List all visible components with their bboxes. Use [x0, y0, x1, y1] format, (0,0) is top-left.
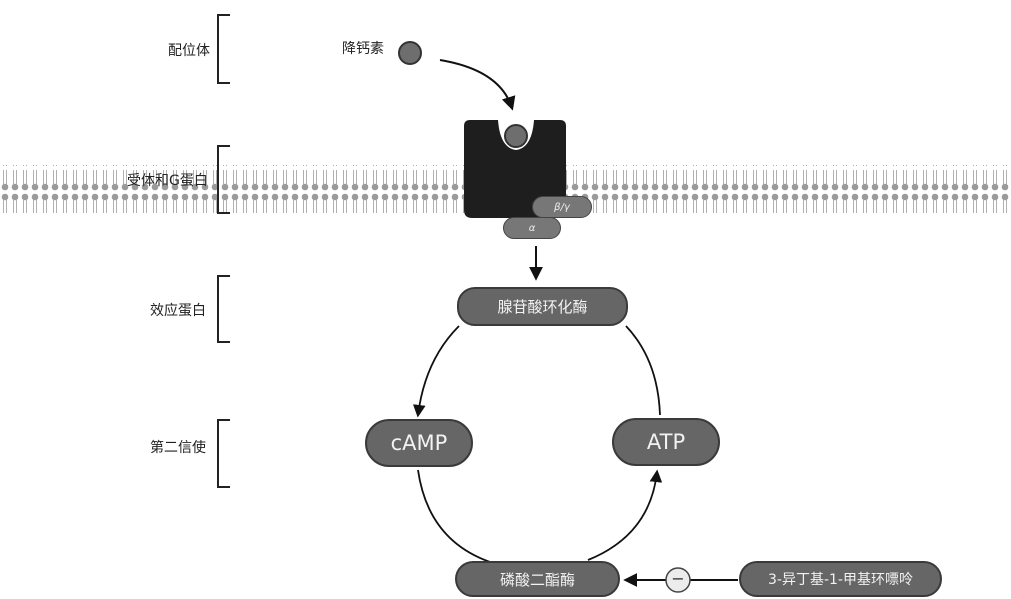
bracket-effector: [217, 275, 230, 343]
arrow-pde-to-atp: [587, 469, 663, 561]
arrow-ac-to-camp: [413, 325, 460, 418]
binding-arrow: [439, 59, 516, 111]
phosphodiesterase-node: 磷酸二酯酶: [455, 561, 620, 597]
g-protein-alpha: α: [503, 217, 561, 239]
bracket-receptor: [217, 145, 230, 214]
calcitonin-label: 降钙素: [342, 41, 384, 57]
inhibition-sign: −: [671, 569, 685, 588]
level-label-second-messenger: 第二信使: [150, 440, 206, 456]
level-label-receptor: 受体和G蛋白: [127, 173, 208, 189]
bound-calcitonin: [504, 124, 528, 148]
receptor: [464, 120, 566, 218]
level-label-effector: 效应蛋白: [150, 303, 206, 319]
calcitonin-molecule: [398, 41, 422, 65]
bracket-ligand: [217, 14, 230, 84]
arc-ac-from-atp: [625, 325, 661, 416]
arc-camp-to-pde: [417, 469, 491, 563]
g-protein-beta-gamma: β/γ: [532, 196, 592, 218]
bracket-second-messenger: [217, 419, 230, 488]
atp-node: ATP: [612, 418, 720, 466]
inhibit-circle: [665, 567, 691, 593]
adenylate-cyclase-node: 腺苷酸环化酶: [457, 287, 628, 326]
ibmx-node: 3-异丁基-1-甲基环嘌呤: [739, 561, 942, 597]
level-label-ligand: 配位体: [168, 43, 210, 59]
camp-node: cAMP: [365, 419, 473, 467]
